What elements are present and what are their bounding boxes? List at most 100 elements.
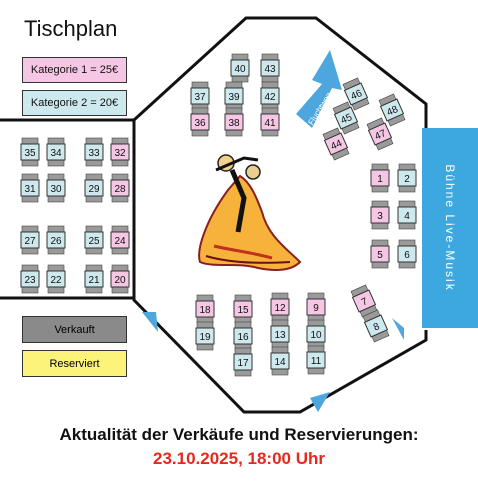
table-2[interactable]: 2: [397, 163, 417, 193]
table-21[interactable]: 21: [84, 264, 104, 294]
exit-marker-bottom: [310, 392, 330, 412]
table-number: 8: [372, 321, 382, 333]
table-33[interactable]: 33: [84, 137, 104, 167]
table-top: [233, 300, 253, 318]
table-seats: [47, 247, 65, 255]
table-top: [190, 87, 210, 105]
table-seats: [371, 200, 389, 208]
table-10[interactable]: 10: [306, 319, 326, 349]
table-25[interactable]: 25: [84, 225, 104, 255]
table-seats: [85, 264, 103, 272]
table-number: 5: [377, 250, 383, 261]
table-seats: [196, 294, 214, 302]
table-14[interactable]: 14: [270, 346, 290, 376]
table-26[interactable]: 26: [46, 225, 66, 255]
table-1[interactable]: 1: [370, 163, 390, 193]
table-11[interactable]: 11: [306, 345, 326, 375]
table-seats: [234, 294, 252, 302]
table-20[interactable]: 20: [110, 264, 130, 294]
table-top: [46, 270, 66, 288]
table-40[interactable]: 40: [230, 53, 250, 83]
legend-reserved: Reserviert: [22, 350, 127, 377]
table-39[interactable]: 39: [224, 81, 244, 111]
table-30[interactable]: 30: [46, 173, 66, 203]
table-top: [230, 59, 250, 77]
table-47[interactable]: 47: [366, 117, 394, 151]
table-38[interactable]: 38: [224, 107, 244, 137]
table-seats: [111, 225, 129, 233]
table-3[interactable]: 3: [370, 200, 390, 230]
table-7[interactable]: 7: [350, 284, 378, 318]
table-seats: [21, 159, 39, 167]
table-34[interactable]: 34: [46, 137, 66, 167]
table-top: [195, 327, 215, 345]
table-48[interactable]: 48: [378, 93, 406, 127]
table-seats: [234, 369, 252, 377]
table-seats: [307, 367, 325, 375]
table-23[interactable]: 23: [20, 264, 40, 294]
table-32[interactable]: 32: [110, 137, 130, 167]
update-notice: Aktualität der Verkäufe und Reservierung…: [59, 425, 419, 444]
table-seats: [231, 53, 249, 61]
table-top: [397, 169, 417, 187]
table-number: 22: [50, 275, 62, 286]
table-35[interactable]: 35: [20, 137, 40, 167]
table-5[interactable]: 5: [370, 239, 390, 269]
table-number: 26: [50, 236, 62, 247]
table-27[interactable]: 27: [20, 225, 40, 255]
table-18[interactable]: 18: [195, 294, 215, 324]
table-19[interactable]: 19: [195, 321, 215, 351]
table-13[interactable]: 13: [270, 319, 290, 349]
table-top: [20, 179, 40, 197]
table-41[interactable]: 41: [260, 107, 280, 137]
table-31[interactable]: 31: [20, 173, 40, 203]
table-number: 19: [199, 332, 211, 343]
table-top: [84, 179, 104, 197]
table-number: 24: [114, 236, 126, 247]
table-seats: [196, 321, 214, 329]
table-43[interactable]: 43: [260, 53, 280, 83]
table-22[interactable]: 22: [46, 264, 66, 294]
table-top: [46, 231, 66, 249]
table-9[interactable]: 9: [306, 292, 326, 322]
table-29[interactable]: 29: [84, 173, 104, 203]
table-top: [46, 179, 66, 197]
table-16[interactable]: 16: [233, 321, 253, 351]
table-number: 15: [237, 305, 249, 316]
room-wall-bottom: [132, 298, 428, 414]
table-number: 9: [313, 303, 319, 314]
table-37[interactable]: 37: [190, 81, 210, 111]
table-seats: [191, 129, 209, 137]
table-seats: [85, 195, 103, 203]
table-top: [343, 82, 369, 106]
table-46[interactable]: 46: [342, 77, 370, 111]
table-seats: [21, 195, 39, 203]
table-6[interactable]: 6: [397, 239, 417, 269]
table-seats: [231, 75, 249, 83]
table-45[interactable]: 45: [332, 101, 360, 135]
table-number: 32: [114, 148, 126, 159]
table-17[interactable]: 17: [233, 347, 253, 377]
table-top: [397, 206, 417, 224]
table-15[interactable]: 15: [233, 294, 253, 324]
table-seats: [398, 163, 416, 171]
legend-category-2: Kategorie 2 = 20€: [22, 90, 127, 116]
table-seats: [111, 137, 129, 145]
table-seats: [234, 347, 252, 355]
legend-category-1: Kategorie 1 = 25€: [22, 57, 127, 83]
table-seats: [111, 247, 129, 255]
table-42[interactable]: 42: [260, 81, 280, 111]
table-28[interactable]: 28: [110, 173, 130, 203]
table-number: 11: [311, 356, 322, 367]
table-8[interactable]: 8: [362, 309, 390, 343]
table-24[interactable]: 24: [110, 225, 130, 255]
table-44[interactable]: 44: [322, 127, 350, 161]
table-4[interactable]: 4: [397, 200, 417, 230]
table-36[interactable]: 36: [190, 107, 210, 137]
table-12[interactable]: 12: [270, 292, 290, 322]
table-top: [84, 143, 104, 161]
table-seats: [47, 173, 65, 181]
table-seats: [47, 195, 65, 203]
table-top: [270, 352, 290, 370]
